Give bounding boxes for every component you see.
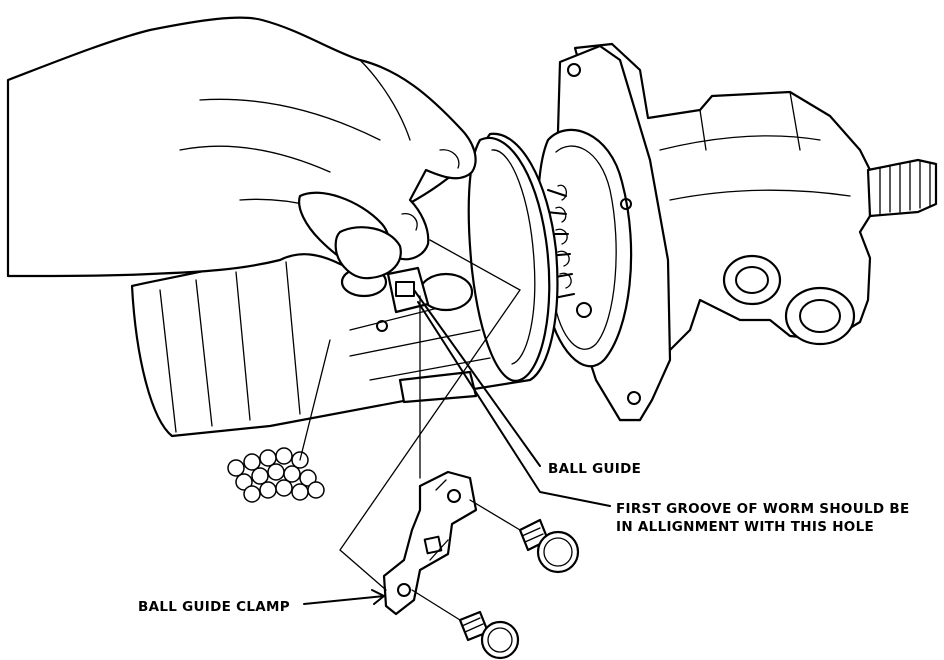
ball-guide-label: BALL GUIDE	[548, 461, 642, 477]
label-leader-lines	[303, 289, 611, 605]
first-groove-label: FIRST GROOVE OF WORM SHOULD BE IN ALLIGN…	[616, 500, 909, 536]
steel-balls	[227, 447, 325, 503]
ball-nut-rack-piston	[130, 132, 559, 438]
clamp-screws	[458, 518, 580, 660]
first-groove-label-line1: FIRST GROOVE OF WORM SHOULD BE	[616, 501, 910, 517]
ball-guide-clamp-part	[382, 470, 478, 616]
first-groove-label-line2: IN ALLIGNMENT WITH THIS HOLE	[616, 519, 875, 535]
hand-illustration	[6, 16, 477, 278]
ball-guide-clamp-label: BALL GUIDE CLAMP	[138, 599, 290, 615]
steering-gear-housing	[536, 42, 938, 422]
exploded-view-lines	[299, 239, 521, 621]
